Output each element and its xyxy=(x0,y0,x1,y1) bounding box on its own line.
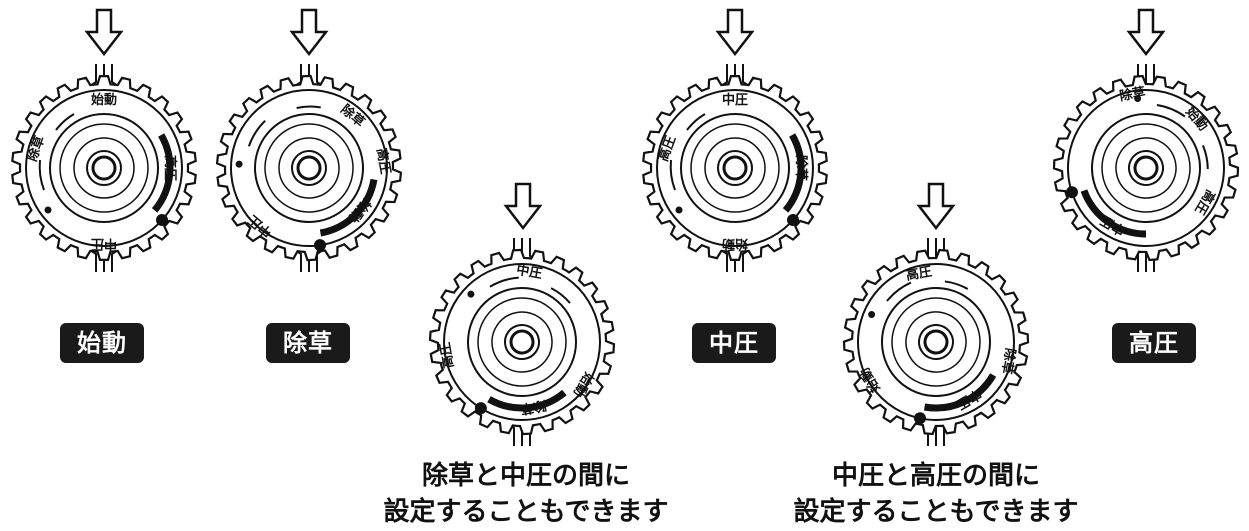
down-arrow-icon xyxy=(289,8,329,57)
pressure-dial-between-weed-mid: 除草中圧高圧始動 xyxy=(422,234,622,450)
dial-label-right: 除草 xyxy=(793,155,809,181)
dial-label-top: 始動 xyxy=(91,92,117,108)
down-arrow-icon xyxy=(503,182,543,231)
mode-badge-weed: 除草 xyxy=(266,323,350,363)
down-arrow-icon xyxy=(84,8,124,57)
dial-label-right2: 除草 xyxy=(998,347,1018,375)
pressure-dial-high: 高圧中圧始動除草 xyxy=(1046,60,1246,276)
dial-label-bottom: 始動 xyxy=(722,236,748,252)
caption-between-weed-mid: 除草と中圧の間に 設定することもできます xyxy=(376,458,676,530)
dial-label-left: 中圧 xyxy=(515,262,543,282)
pressure-dial-weed: 除草始動中圧高圧 xyxy=(209,60,409,276)
caption-between-mid-high: 中圧と高圧の間に 設定することもできます xyxy=(786,458,1086,530)
pressure-dial-mid: 中圧除草高圧始動 xyxy=(635,60,835,276)
down-arrow-icon xyxy=(916,182,956,231)
dial-label-left: 高圧 xyxy=(905,263,933,283)
pressure-dial-start: 始動高圧除草中圧 xyxy=(4,60,204,276)
mode-badge-start: 始動 xyxy=(60,323,144,363)
mode-badge-high: 高圧 xyxy=(1112,323,1196,363)
mode-badge-mid: 中圧 xyxy=(692,323,776,363)
dial-label-right: 除草 xyxy=(519,397,547,417)
caption-line-1: 除草と中圧の間に xyxy=(421,461,630,491)
down-arrow-icon xyxy=(715,8,755,57)
caption-line-2: 設定することもできます xyxy=(383,497,669,527)
dial-label-left2: 除草 xyxy=(1118,84,1146,104)
caption-line-2: 設定することもできます xyxy=(793,497,1079,527)
caption-line-1: 中圧と高圧の間に xyxy=(831,461,1040,491)
dial-label-right: 高圧 xyxy=(162,155,178,181)
dial-label-top: 中圧 xyxy=(722,92,748,108)
down-arrow-icon xyxy=(1126,8,1166,57)
dial-label-bottom: 中圧 xyxy=(91,236,117,252)
dial-label-right2: 高圧 xyxy=(373,147,393,175)
dial-label-bottom: 高圧 xyxy=(437,341,457,369)
pressure-dial-between-mid-high: 中圧高圧始動除草 xyxy=(836,234,1036,450)
